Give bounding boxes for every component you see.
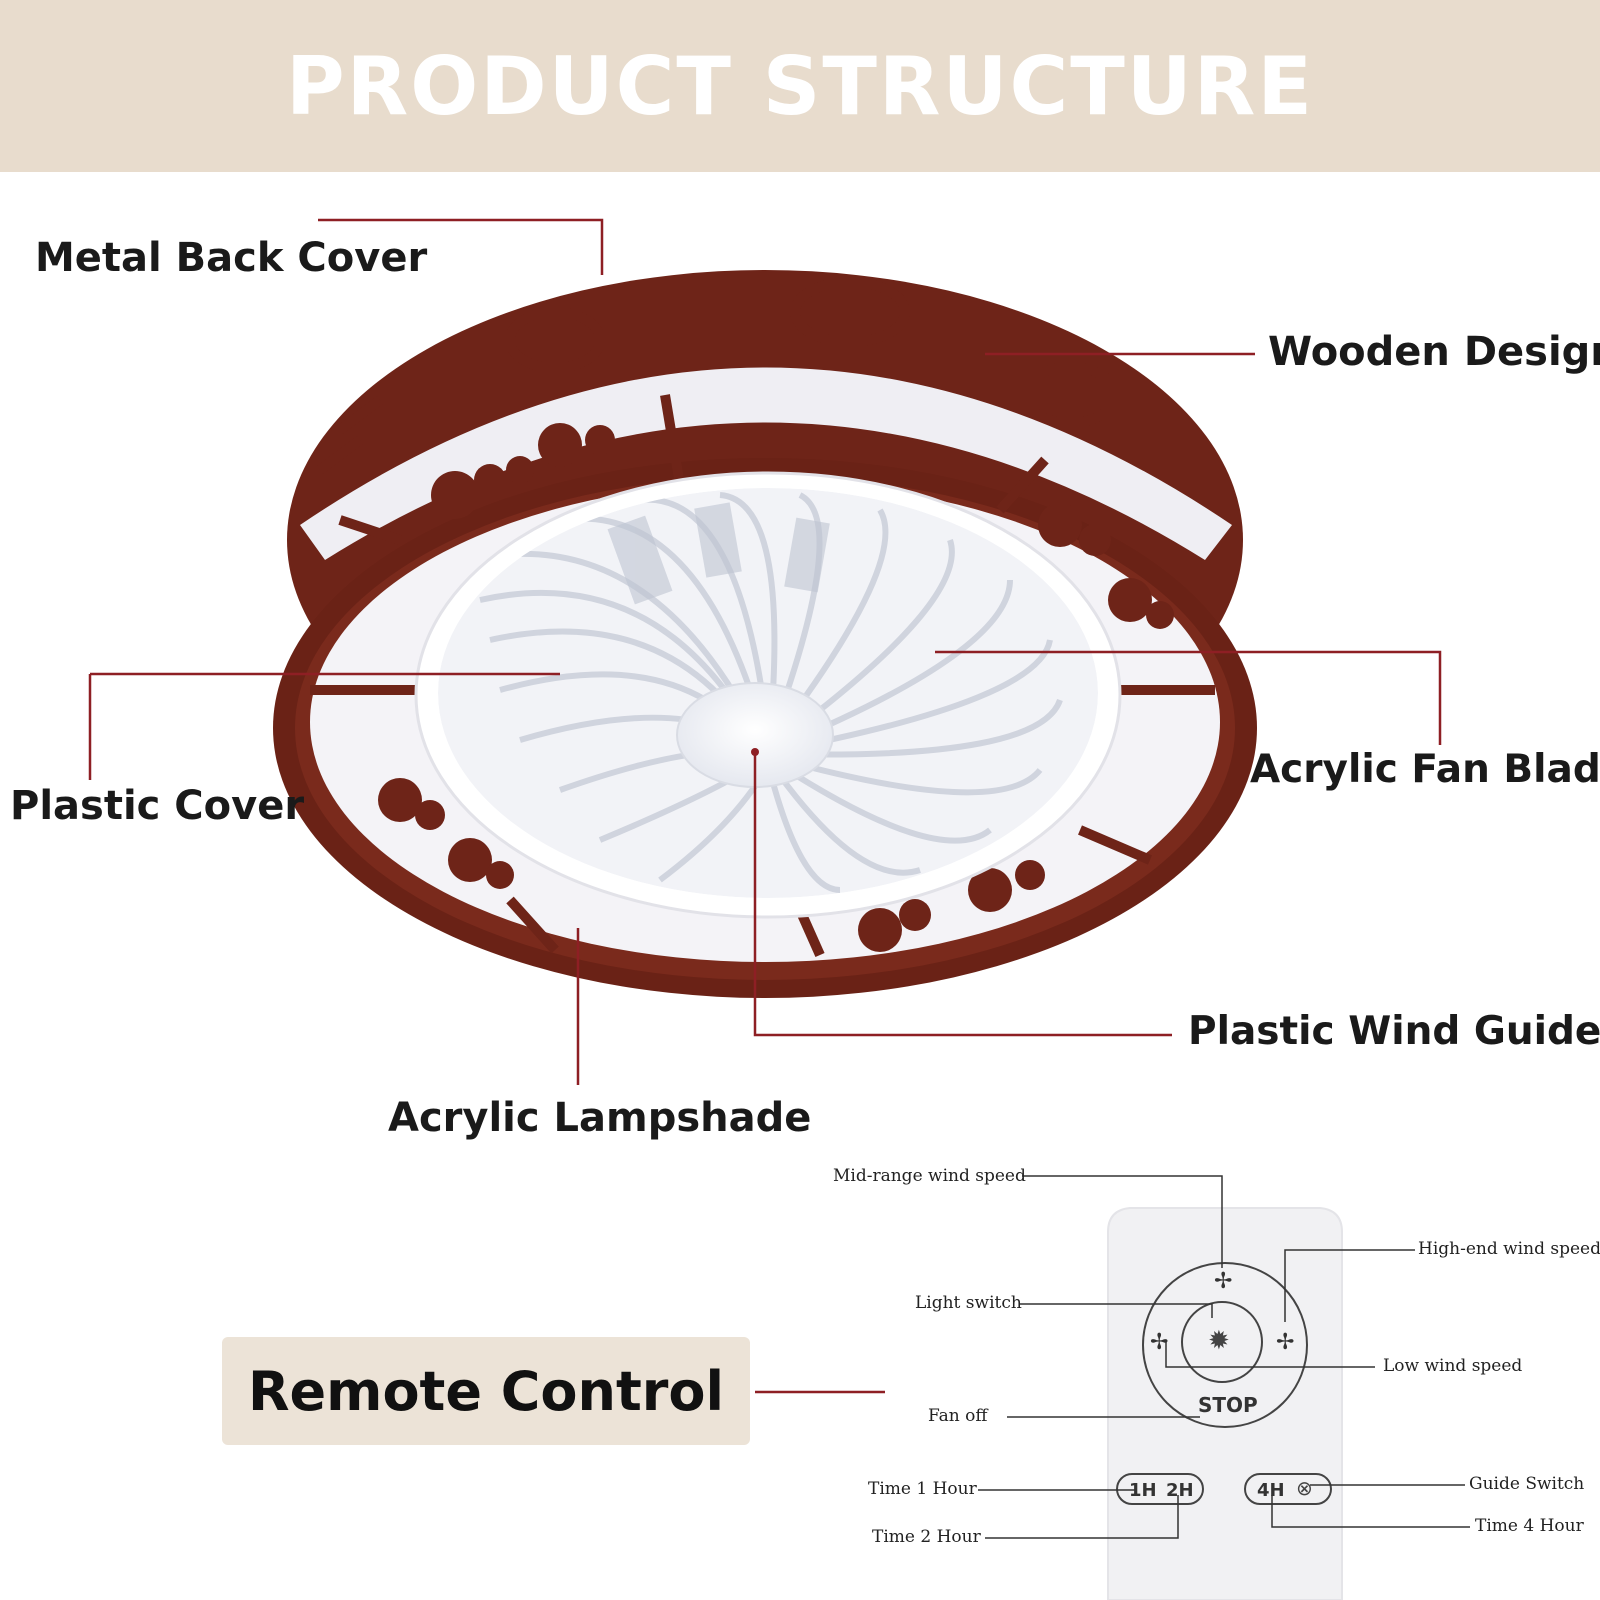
remote-dial-inner bbox=[1181, 1301, 1263, 1383]
label-wooden-design: Wooden Design bbox=[1268, 329, 1600, 375]
remote-control-box: Remote Control bbox=[222, 1337, 750, 1445]
timer-4h-button[interactable]: 4H bbox=[1257, 1480, 1285, 1501]
label-acrylic-fan-blade: Acrylic Fan Blade bbox=[1250, 747, 1600, 792]
fan-icon[interactable]: ✢ bbox=[1276, 1330, 1295, 1355]
light-icon[interactable]: ✹ bbox=[1208, 1326, 1230, 1356]
guide-icon[interactable]: ⊗ bbox=[1296, 1476, 1313, 1500]
timer-1h-button[interactable]: 1H bbox=[1129, 1480, 1157, 1501]
timer-2h-button[interactable]: 2H bbox=[1166, 1480, 1194, 1501]
remote-control-title: Remote Control bbox=[247, 1359, 725, 1423]
stop-button[interactable]: STOP bbox=[1198, 1393, 1258, 1417]
page-title: PRODUCT STRUCTURE bbox=[286, 39, 1314, 133]
callout-high-end-wind-speed: High-end wind speed bbox=[1418, 1239, 1600, 1259]
callout-time-2-hour: Time 2 Hour bbox=[872, 1527, 981, 1547]
label-acrylic-lampshade: Acrylic Lampshade bbox=[388, 1095, 812, 1141]
label-plastic-wind-guide: Plastic Wind Guide bbox=[1188, 1009, 1600, 1054]
remote-dial-outer bbox=[1142, 1262, 1308, 1428]
callout-light-switch: Light switch bbox=[915, 1293, 1022, 1313]
leader-lines bbox=[88, 218, 1442, 1394]
fretwork-motifs bbox=[317, 277, 1120, 474]
callout-guide-switch: Guide Switch bbox=[1469, 1474, 1585, 1494]
callout-mid-range-wind-speed: Mid-range wind speed bbox=[833, 1166, 1026, 1186]
callout-low-wind-speed: Low wind speed bbox=[1383, 1356, 1523, 1376]
header-banner: PRODUCT STRUCTURE bbox=[0, 0, 1600, 172]
callout-fan-off: Fan off bbox=[928, 1406, 988, 1426]
label-plastic-cover: Plastic Cover bbox=[10, 783, 305, 829]
callout-time-4-hour: Time 4 Hour bbox=[1475, 1516, 1584, 1536]
fan-icon[interactable]: ✢ bbox=[1214, 1269, 1233, 1294]
fretwork-band bbox=[300, 367, 1232, 560]
timer-pill-right bbox=[1244, 1473, 1332, 1505]
label-metal-back-cover: Metal Back Cover bbox=[35, 235, 428, 281]
fan-icon[interactable]: ✢ bbox=[1150, 1330, 1169, 1355]
scroll-motifs bbox=[378, 423, 1174, 952]
timer-pill-left bbox=[1116, 1473, 1204, 1505]
remote-callout-lines bbox=[978, 1175, 1470, 1539]
callout-time-1-hour: Time 1 Hour bbox=[868, 1479, 977, 1499]
ring-dividers bbox=[310, 394, 1215, 958]
remote-body bbox=[1107, 1207, 1343, 1600]
